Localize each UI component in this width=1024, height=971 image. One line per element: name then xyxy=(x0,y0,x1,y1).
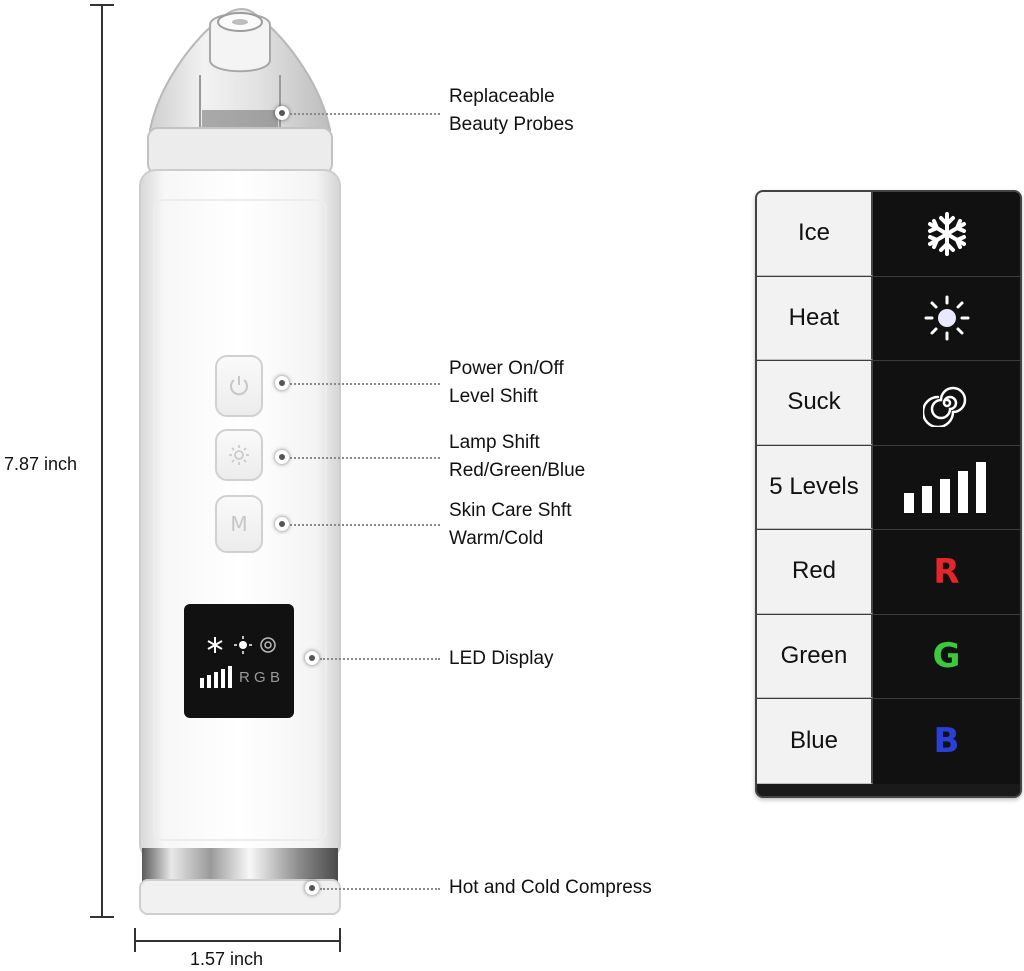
leader-compress xyxy=(320,888,440,890)
legend-symbol-red: R xyxy=(873,530,1020,614)
height-label: 7.87 inch xyxy=(2,452,80,477)
callout-probes-line2: Beauty Probes xyxy=(449,114,574,135)
callout-dot-compress xyxy=(305,881,319,895)
snowflake-icon xyxy=(927,211,966,256)
leader-probes xyxy=(290,113,440,115)
display-sun-icon xyxy=(234,636,252,654)
callout-power-line1: Power On/Off xyxy=(449,358,564,379)
legend-row-levels: 5 Levels xyxy=(757,445,1020,530)
legend-symbol-green: G xyxy=(873,614,1020,698)
callout-dot-skin xyxy=(275,517,289,531)
legend-row-green: Green G xyxy=(757,614,1020,699)
compress-chrome-band xyxy=(142,848,338,884)
display-spiral-icon xyxy=(260,637,276,653)
callout-dot-lamp xyxy=(275,450,289,464)
lamp-sun-icon xyxy=(229,445,249,465)
callout-lamp-line1: Lamp Shift xyxy=(449,432,540,453)
callout-dot-led xyxy=(305,651,319,665)
callout-led: LED Display xyxy=(449,645,554,673)
callout-power-line2: Level Shift xyxy=(449,386,538,407)
callout-skin: Skin Care Shft Warm/Cold xyxy=(449,497,572,553)
leader-lamp xyxy=(290,457,440,459)
legend-label-heat: Heat xyxy=(757,276,873,360)
display-letter-r: R xyxy=(239,669,250,686)
width-dimension-line xyxy=(135,940,340,942)
callout-dot-power xyxy=(275,376,289,390)
height-dimension-cap-top xyxy=(90,4,114,6)
leader-skin xyxy=(290,524,440,526)
callout-probes: Replaceable Beauty Probes xyxy=(449,83,574,139)
display-letter-b: B xyxy=(270,669,281,686)
legend-label-blue: Blue xyxy=(757,699,873,784)
legend-row-ice: Ice xyxy=(757,192,1020,277)
display-level-bars-icon xyxy=(200,666,232,688)
legend-symbol-blue: B xyxy=(873,699,1020,784)
function-legend: Ice Heat xyxy=(755,190,1022,798)
callout-compress-line1: Hot and Cold Compress xyxy=(449,877,652,898)
mode-button[interactable]: M xyxy=(215,495,263,553)
device-base xyxy=(139,879,341,915)
mode-button-label: M xyxy=(230,512,248,536)
callout-lamp-line2: Red/Green/Blue xyxy=(449,460,586,481)
legend-label-red: Red xyxy=(757,530,873,614)
legend-label-green: Green xyxy=(757,614,873,698)
legend-row-blue: Blue B xyxy=(757,699,1020,784)
beauty-probe-cap xyxy=(147,8,333,175)
level-bars-icon xyxy=(903,462,986,514)
height-dimension-line xyxy=(101,5,103,917)
height-dimension-cap-bottom xyxy=(90,916,114,918)
callout-led-line1: LED Display xyxy=(449,648,554,669)
callout-skin-line2: Warm/Cold xyxy=(449,528,544,549)
leader-led xyxy=(320,658,440,660)
legend-row-red: Red R xyxy=(757,530,1020,615)
callout-lamp: Lamp Shift Red/Green/Blue xyxy=(449,429,585,485)
power-button[interactable] xyxy=(215,355,263,417)
sun-icon xyxy=(924,295,969,341)
callout-skin-line1: Skin Care Shft xyxy=(449,500,572,521)
legend-label-levels: 5 Levels xyxy=(757,445,873,529)
legend-label-suck: Suck xyxy=(757,361,873,445)
callout-probes-line1: Replaceable xyxy=(449,86,555,107)
callout-compress: Hot and Cold Compress xyxy=(449,874,652,902)
width-dimension-cap-right xyxy=(339,928,341,952)
lamp-button[interactable] xyxy=(215,429,263,481)
legend-row-suck: Suck xyxy=(757,361,1020,446)
width-dimension-cap-left xyxy=(134,928,136,952)
led-display: R G B xyxy=(184,604,294,718)
spiral-icon xyxy=(922,386,966,427)
display-snowflake-icon xyxy=(207,637,223,653)
width-label: 1.57 inch xyxy=(190,949,264,969)
power-icon xyxy=(230,376,248,396)
callout-power: Power On/Off Level Shift xyxy=(449,355,564,411)
leader-power xyxy=(290,383,440,385)
display-letter-g: G xyxy=(254,669,266,686)
legend-row-heat: Heat xyxy=(757,276,1020,361)
callout-dot-probes xyxy=(275,106,289,120)
legend-label-ice: Ice xyxy=(757,192,873,276)
